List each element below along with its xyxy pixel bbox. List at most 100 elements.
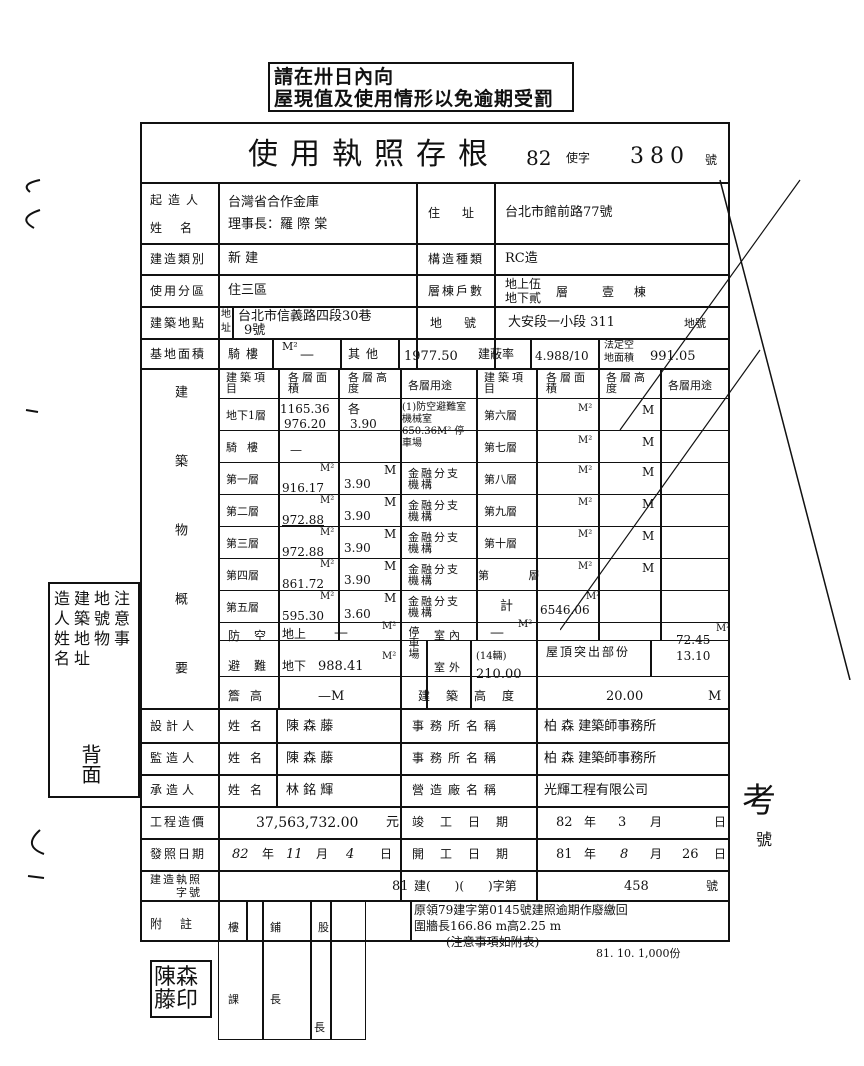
issue-month: 11 (286, 847, 303, 862)
label-zone: 使用分區 (150, 284, 207, 298)
floor-5-use: 金融分支機構 (408, 595, 460, 619)
shelter-below-value: 988.41 (318, 659, 364, 674)
label-other: 其他 (348, 347, 385, 361)
label-address: 住址 (428, 206, 497, 220)
shelter-above: 地上 (282, 627, 307, 641)
unit-10b: M (642, 529, 655, 543)
seal-text: 陳森藤印 (154, 965, 199, 1014)
build-type-value: 新 建 (228, 251, 259, 266)
roof-value-b: 13.10 (676, 649, 711, 663)
roof-unit: M² (716, 623, 731, 634)
floor-6-name: 第六層 (484, 409, 517, 422)
floor-b1-area: 1165.36 (280, 402, 330, 416)
unit-9b: M (642, 497, 655, 511)
unit-nb: M (642, 561, 655, 575)
footer-print: 81. 10. 1,000份 (596, 947, 681, 960)
floor-4-area: 861.72 (282, 577, 324, 591)
permit-ref-year: 81 (392, 879, 409, 894)
issue-year: 82 (232, 847, 249, 862)
side-note-col-3: 建築地址 (71, 590, 90, 670)
floor-8-name: 第八層 (484, 473, 517, 486)
coverage-value: 4.988/10 (535, 349, 589, 363)
side-note-col-2: 地號物 (91, 590, 110, 650)
unit-f1: M² (320, 463, 335, 474)
label-eaves: 簷高 (228, 689, 273, 703)
floor-3-name: 第三層 (226, 537, 259, 550)
floor-2-name: 第二層 (226, 505, 259, 518)
shelter-above-unit: M² (382, 621, 397, 632)
unit-f2: M² (320, 495, 335, 506)
floor-1-name: 第一層 (226, 473, 259, 486)
remarks-cell-1: 樓 (228, 921, 239, 934)
unit-7: M² (578, 435, 593, 446)
structure-value: RC造 (505, 251, 538, 266)
floor-2-height: 3.90 (344, 509, 371, 523)
head-col5: 建築項目 (484, 371, 526, 395)
site-label-b: 址 (221, 323, 231, 334)
lot-value: 大安段一小段 311 (508, 315, 615, 330)
shelter-below: 地下 (282, 659, 307, 673)
label-base-area: 基地面積 (150, 347, 207, 361)
arcade-dash: — (300, 347, 314, 363)
label-designer-name: 姓名 (228, 719, 273, 733)
permit-ref-number: 458 (624, 879, 649, 894)
label-height: 建築高度 (418, 689, 531, 703)
floor-b1-use: (1)防空避難室 機械室650.36M² 停車場 (402, 402, 467, 449)
remarks-cell-6: 長 (270, 993, 281, 1006)
head-col1: 建築項目 (226, 371, 268, 395)
label-arcade: 騎樓 (228, 347, 265, 361)
total-unit: M² (586, 591, 601, 602)
permit-suffix: 號 (705, 153, 718, 167)
floor-n-name: 第 層 (478, 569, 558, 582)
floor-9-name: 第九層 (484, 505, 517, 518)
side-note-stamp: 注意事 地號物 建築地址 造人姓名 背面 (48, 582, 140, 798)
remarks-approval-box (218, 900, 366, 1040)
unit-f1b: M (384, 463, 397, 477)
label-contractor-name: 姓名 (228, 783, 273, 797)
unit-6: M² (578, 403, 593, 414)
start-y: 年 (584, 847, 597, 861)
other-value: 1977.50 (404, 349, 458, 364)
unit-8b: M (642, 465, 655, 479)
label-contractor: 承造人 (150, 783, 199, 797)
floor-4-name: 第四層 (226, 569, 259, 582)
contractor-firm: 光輝工程有限公司 (544, 783, 649, 798)
right-mark-2: 號 (756, 830, 773, 849)
floor-arcade-name: 騎樓 (226, 441, 268, 454)
head-col3: 各層高度 (348, 371, 390, 395)
notice-stamp: 請在卅日內向 屋現值及使用情形以免逾期受罰 (268, 62, 574, 112)
label-owner-name: 姓名 (150, 221, 211, 235)
notice-line-1: 請在卅日內向 (274, 66, 395, 88)
zone-value: 住三區 (228, 283, 268, 298)
unit-10: M² (578, 529, 593, 540)
floors-bldg: 壹 棟 (602, 285, 654, 299)
floor-1-use: 金融分支機構 (408, 467, 460, 491)
eaves-value: —M (318, 689, 345, 704)
floor-1-height: 3.90 (344, 477, 371, 491)
remarks-cell-4: 長 (314, 1021, 325, 1034)
floor-2-use: 金融分支機構 (408, 499, 460, 523)
parking-indoor: 室內 (434, 629, 464, 642)
label-shelter-a: 防空 (228, 629, 281, 643)
label-parking: 停車場 (407, 626, 420, 659)
remarks-cell-3: 股 (318, 921, 329, 934)
head-col6: 各層面積 (546, 371, 588, 395)
floor-2-area: 972.88 (282, 513, 324, 527)
owner-name-2: 理事長：羅 際 棠 (228, 217, 328, 232)
parking-indoor-unit: M² (518, 619, 533, 630)
parking-outdoor: 室外 (434, 661, 464, 674)
owner-name-1: 台灣省合作金庫 (228, 195, 320, 210)
left-margin-marks (25, 179, 45, 879)
shelter-below-unit: M² (382, 651, 397, 662)
unit-8: M² (578, 465, 593, 476)
start-month: 8 (620, 847, 629, 862)
completion-m: 月 (650, 815, 663, 829)
floor-7-name: 第七層 (484, 441, 517, 454)
unit-f4: M² (320, 559, 335, 570)
arcade-unit: M² (282, 340, 298, 353)
label-shelter-b: 避難 (228, 659, 281, 673)
label-lot: 地號 (430, 316, 499, 330)
label-floors: 層棟戶數 (428, 284, 485, 298)
floor-arcade-area: — (290, 443, 302, 457)
designer-office: 柏 森 建築師事務所 (544, 719, 657, 734)
